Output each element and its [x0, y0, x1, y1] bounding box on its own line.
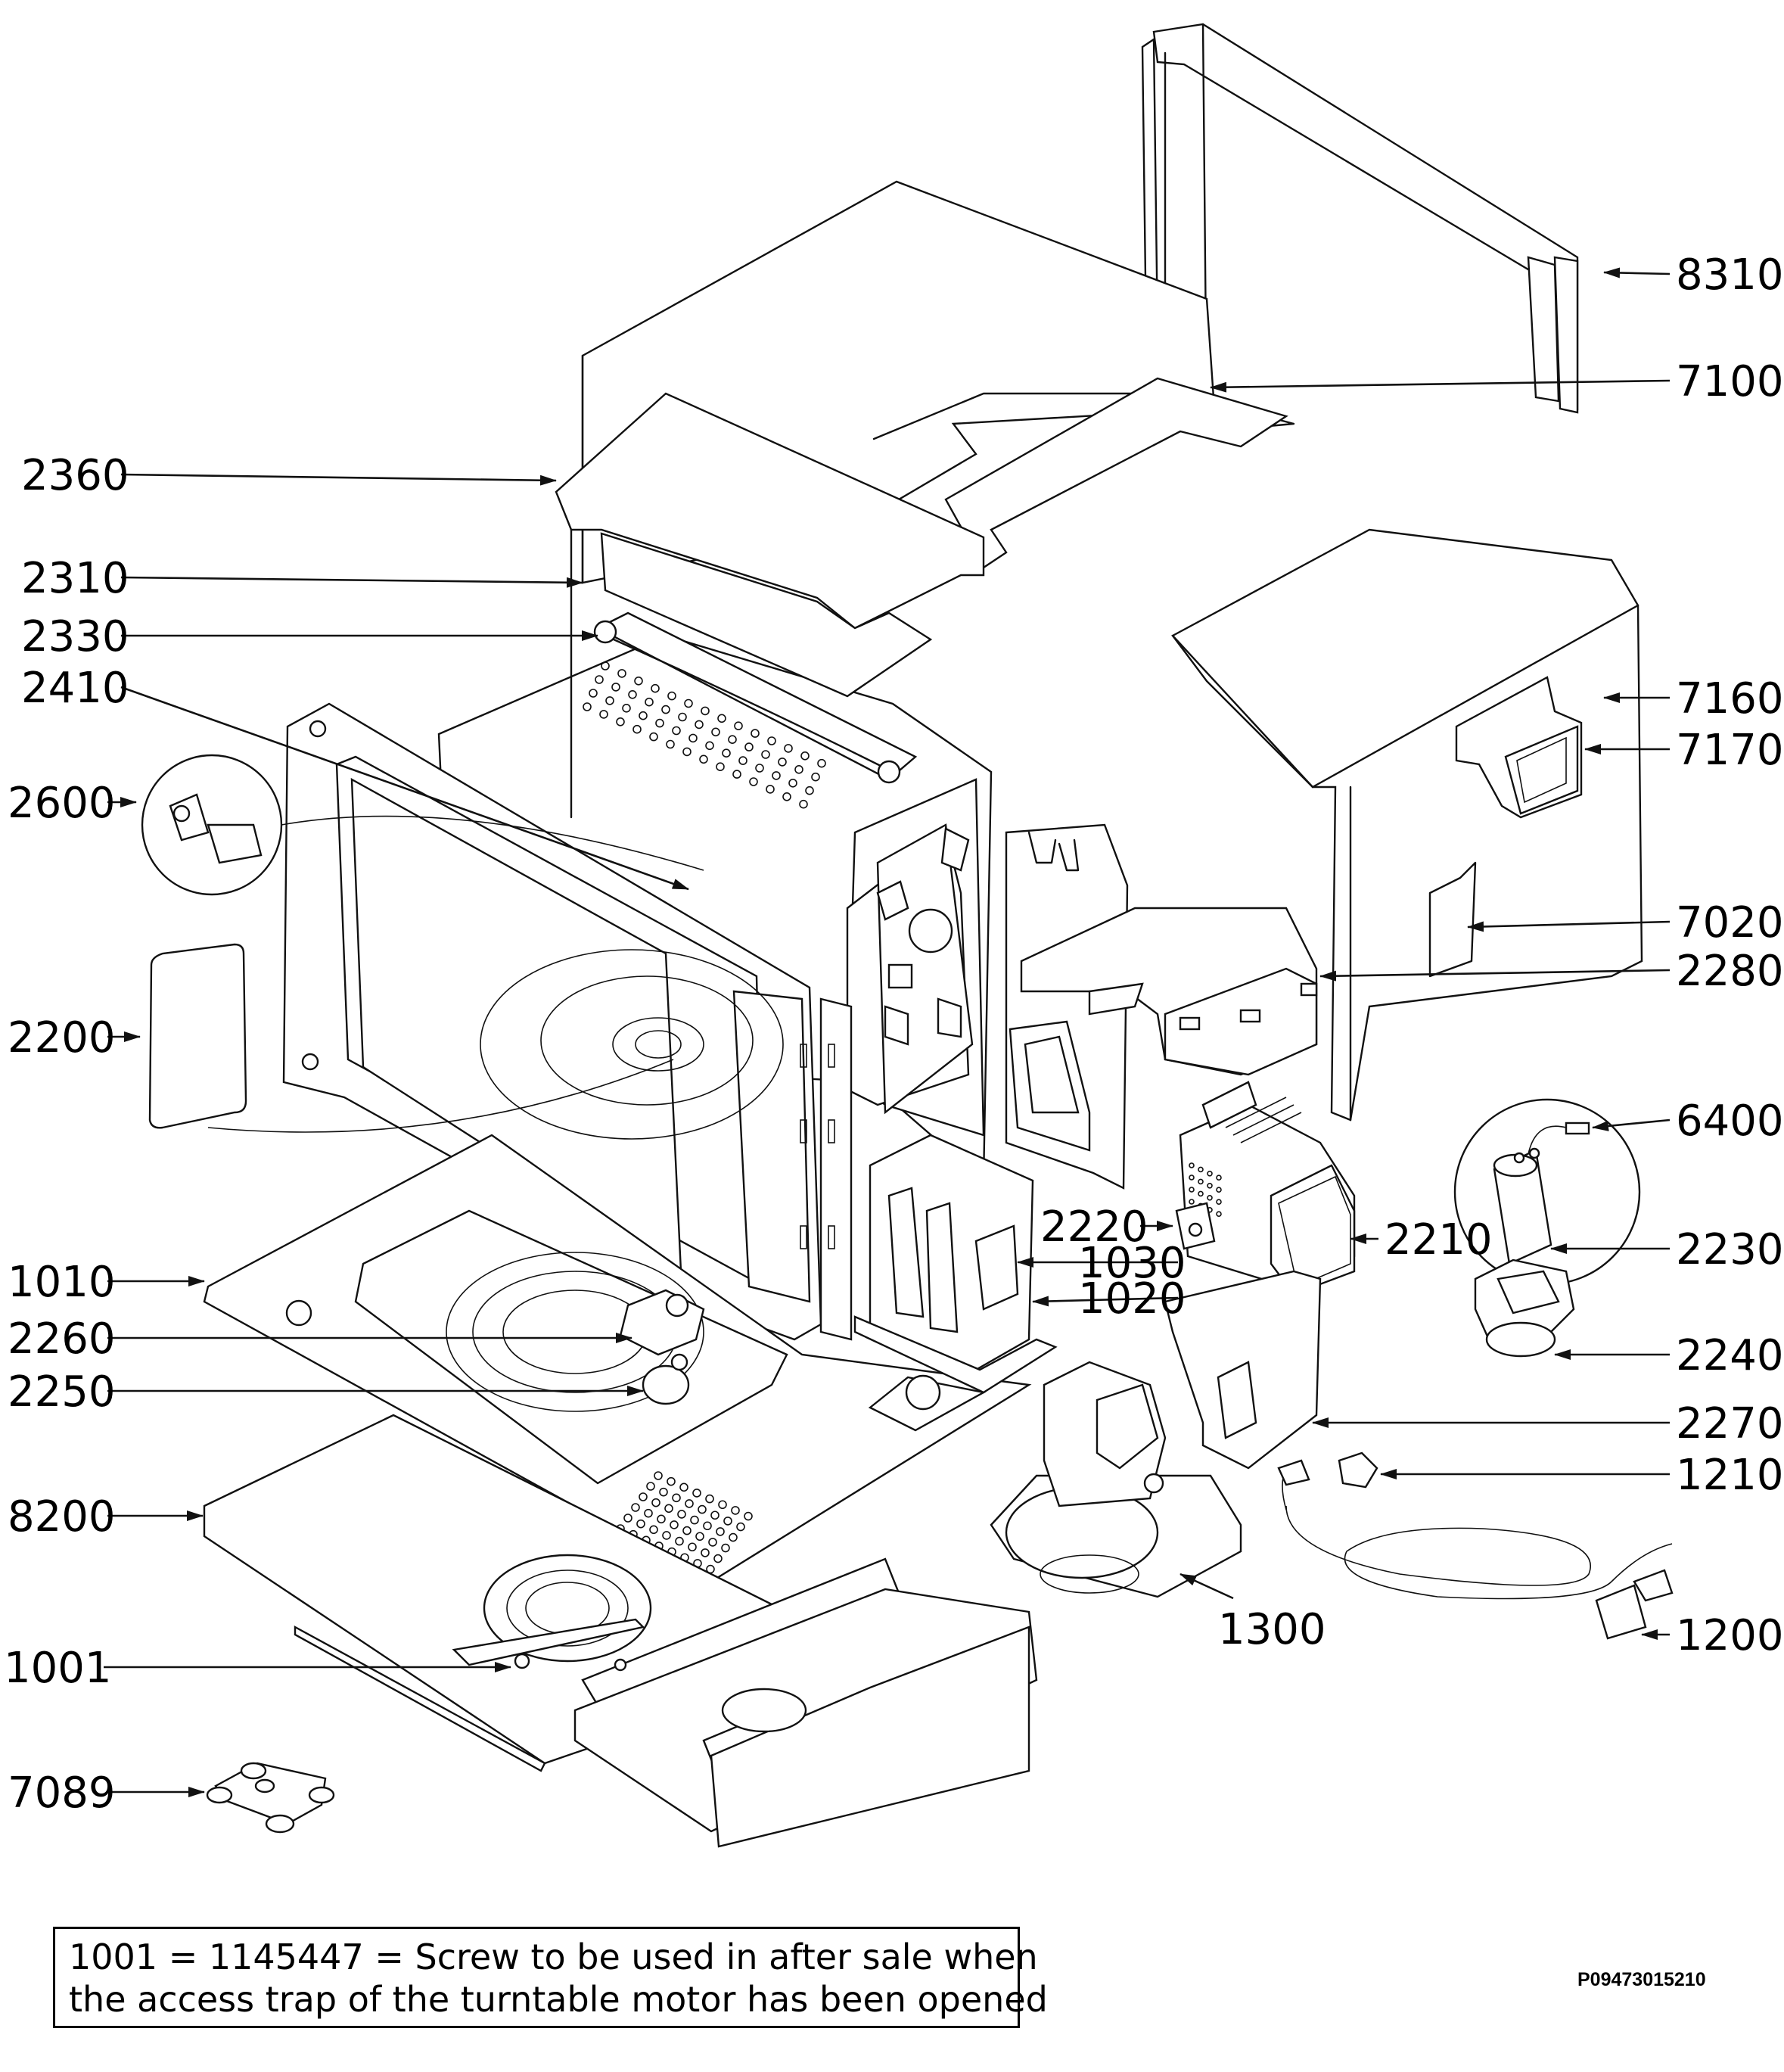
feet-set: [206, 1762, 335, 1834]
part-label-7089: 7089: [8, 1769, 116, 1818]
part-label-1200: 1200: [1676, 1611, 1784, 1660]
leader-line-2360: [120, 473, 557, 486]
part-label-2240: 2240: [1676, 1331, 1784, 1380]
part-label-6400: 6400: [1676, 1097, 1784, 1146]
front-frame: [282, 702, 853, 1341]
part-label-2310: 2310: [21, 554, 129, 603]
bottom-plate: [203, 1414, 1038, 1848]
leader-line-1020: [1032, 1296, 1179, 1307]
air-duct: [1164, 1270, 1322, 1470]
leader-line-6400: [1592, 1118, 1671, 1131]
vent-holes-top: [583, 661, 826, 809]
part-label-2210: 2210: [1385, 1215, 1493, 1265]
fan-motor: [990, 1361, 1242, 1598]
mica-cover: [148, 943, 674, 1133]
part-label-7160: 7160: [1676, 674, 1784, 723]
leader-line-2410: [120, 686, 689, 891]
grill-cover: [555, 392, 985, 819]
note-line-1: 1001 = 1145447 = Screw to be used in aft…: [69, 1937, 1038, 1977]
part-label-1001: 1001: [4, 1644, 112, 1693]
part-label-8310: 8310: [1676, 250, 1784, 300]
note-line-2: the access trap of the turntable motor h…: [69, 1979, 1048, 2020]
leader-line-2280: [1319, 969, 1671, 982]
cavity-floor-rings: [480, 949, 784, 1140]
magnetron: [1179, 1081, 1356, 1296]
part-label-2250: 2250: [8, 1367, 116, 1417]
hv-capacitor-inset: [1453, 1098, 1641, 1286]
leader-line-7020: [1467, 920, 1671, 932]
part-label-2280: 2280: [1676, 947, 1784, 996]
part-label-1030: 1030: [1078, 1239, 1186, 1288]
part-label-7020: 7020: [1676, 898, 1784, 947]
part-label-2600: 2600: [8, 779, 116, 828]
part-label-2200: 2200: [8, 1013, 116, 1062]
leader-lines: [104, 267, 1671, 1797]
screw: [514, 1653, 627, 1672]
part-label-1300: 1300: [1218, 1605, 1326, 1654]
part-label-2220: 2220: [1040, 1202, 1148, 1252]
part-label-1010: 1010: [8, 1258, 116, 1307]
part-label-7100: 7100: [1676, 357, 1784, 406]
transformer: [853, 1134, 1058, 1394]
part-label-2410: 2410: [21, 664, 129, 713]
turntable-motor: [619, 1289, 705, 1405]
heating-element: [593, 611, 918, 784]
lamp-inset: [141, 754, 704, 896]
diode-bracket: [1474, 1258, 1575, 1358]
fuse-holder: [1175, 1202, 1216, 1250]
part-label-2230: 2230: [1676, 1225, 1784, 1274]
part-label-2260: 2260: [8, 1314, 116, 1364]
part-label-8200: 8200: [8, 1492, 116, 1542]
part-label-2360: 2360: [21, 451, 129, 500]
part-label-1210: 1210: [1676, 1451, 1784, 1500]
air-guide: [1020, 907, 1318, 1076]
part-label-2330: 2330: [21, 612, 129, 661]
micro-switch: [1338, 1451, 1378, 1489]
part-label-1020: 1020: [1078, 1274, 1186, 1324]
after-sale-note: 1001 = 1145447 = Screw to be used in aft…: [53, 1927, 1048, 2028]
base-plate: [203, 1134, 1032, 1583]
leader-line-1300: [1179, 1573, 1234, 1600]
drawing-reference-code: P09473015210: [1577, 1969, 1706, 1990]
part-label-7170: 7170: [1676, 726, 1784, 775]
leader-line-2310: [120, 576, 583, 588]
leader-line-7100: [1210, 379, 1671, 393]
part-label-2270: 2270: [1676, 1399, 1784, 1448]
mains-cable: [1277, 1459, 1674, 1640]
leader-line-8310: [1603, 267, 1671, 278]
